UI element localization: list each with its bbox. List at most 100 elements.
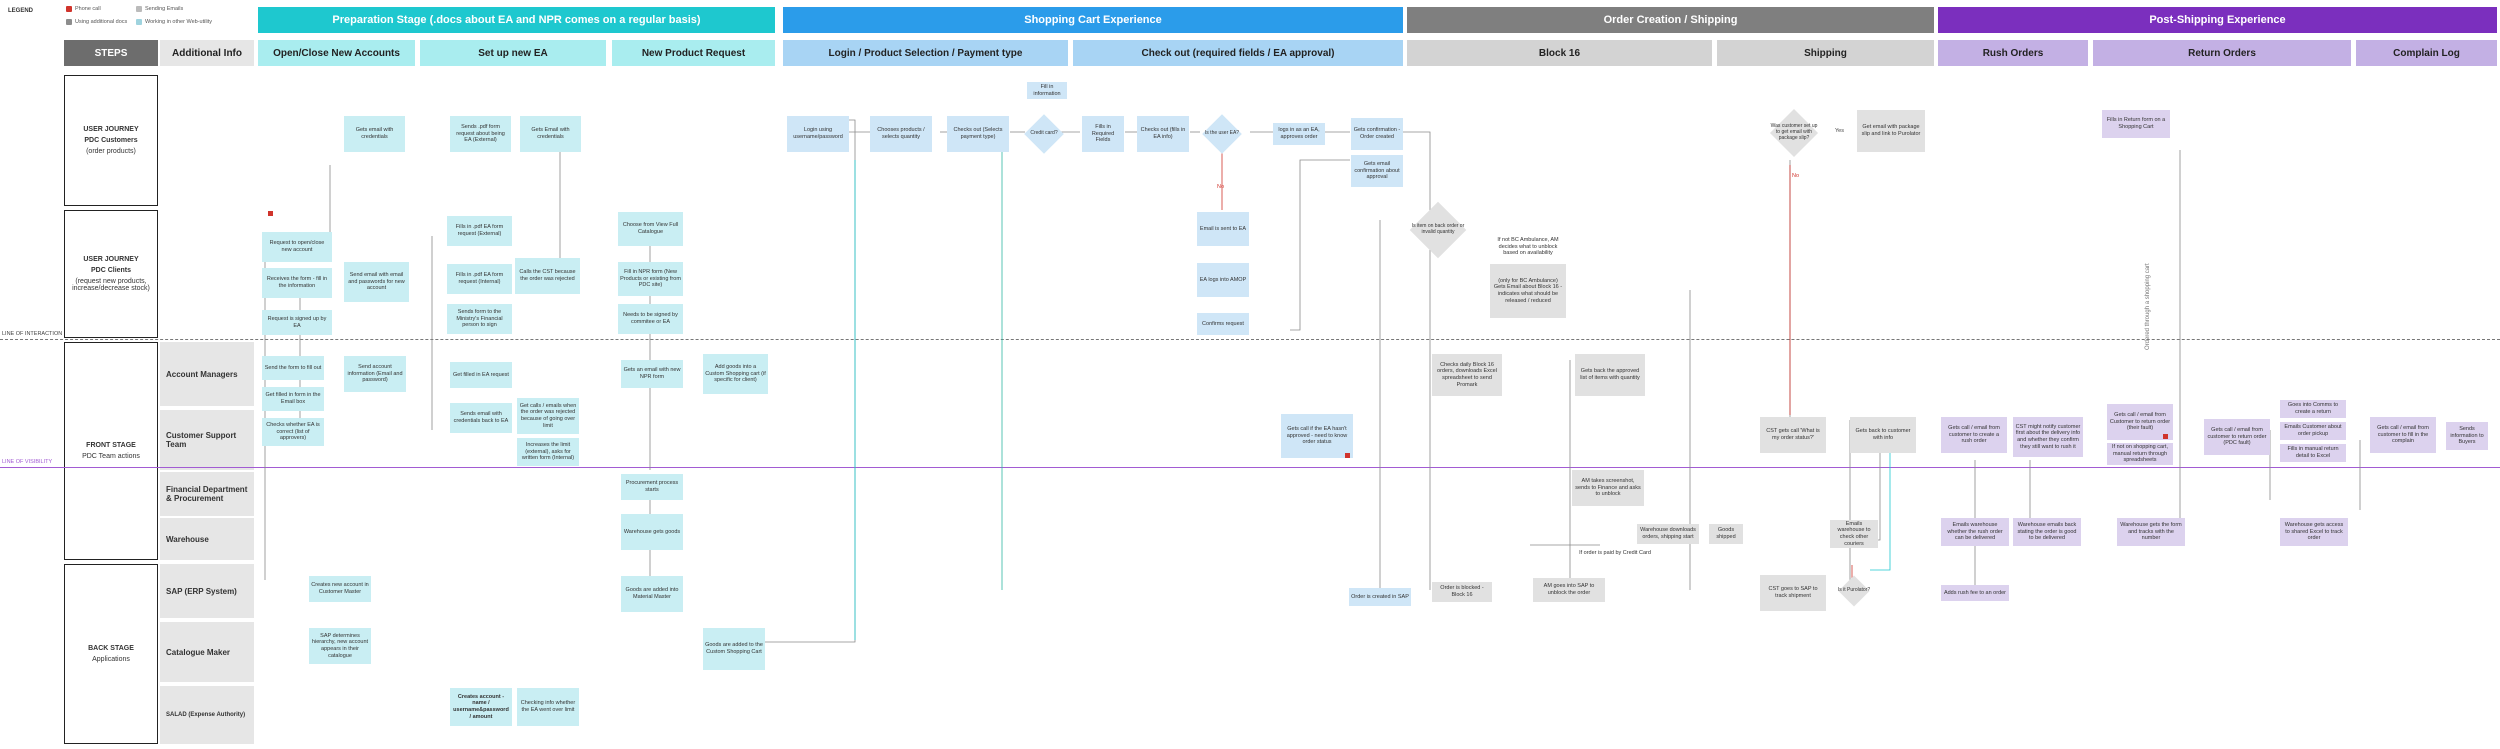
note-ea-logs-amop: EA logs into AMOP: [1197, 263, 1249, 297]
note-choose-products: Chooses products / selects quantity: [870, 116, 932, 152]
note-cst-notify: CST might notify customer first about th…: [2013, 417, 2083, 457]
note-login: Login using username/password: [787, 116, 849, 152]
lane-sap: SAP (ERP System): [160, 564, 254, 618]
note-return-form-cart: Fills in Return form on a Shopping Cart: [2102, 110, 2170, 138]
note-order-created: Gets confirmation - Order created: [1351, 118, 1403, 150]
column-check-out: Check out (required fields / EA approval…: [1073, 40, 1403, 66]
column-set-up-ea: Set up new EA: [420, 40, 606, 66]
note-warehouse-rush-ok: Warehouse emails back stating the order …: [2013, 518, 2081, 546]
note-email-warehouse-rush: Emails warehouse whether the rush order …: [1941, 518, 2009, 546]
stage-preparation: Preparation Stage (.docs about EA and NP…: [258, 7, 775, 33]
note-increase-limit: Increases the limit (external), asks for…: [517, 438, 579, 466]
note-fills-ea-internal: Fills in .pdf EA form request (Internal): [447, 264, 512, 294]
document-icon: [66, 19, 72, 25]
phone-icon: [2163, 434, 2168, 439]
column-block-16: Block 16: [1407, 40, 1712, 66]
note-confirms-request: Confirms request: [1197, 313, 1249, 335]
row-journey-clients: USER JOURNEY PDC Clients (request new pr…: [64, 210, 158, 338]
decision-credit-card-label: Credit card?: [1030, 130, 1058, 137]
note-gets-npr: Gets an email with new NPR form: [621, 360, 683, 388]
row-back-stage: BACK STAGE Applications: [64, 564, 158, 744]
note-get-calls-rejected: Get calls / emails when the order was re…: [517, 398, 579, 434]
stage-order-creation: Order Creation / Shipping: [1407, 7, 1934, 33]
note-salad-limit: Checking info whether the EA went over l…: [517, 688, 579, 726]
note-fill-in-info: Fill in information: [1027, 82, 1067, 99]
note-cst-status-call: CST gets call 'What is my order status?': [1760, 417, 1826, 453]
note-back-to-customer: Gets back to customer with info: [1850, 417, 1916, 453]
note-order-sap: Order is created in SAP: [1349, 588, 1411, 606]
note-comms-return: Goes into Comms to create a return: [2280, 400, 2346, 418]
note-fills-required: Fills in Required Fields: [1082, 116, 1124, 152]
note-am-screenshot: AM takes screenshot, sends to Finance an…: [1572, 470, 1644, 506]
lane-catalogue-maker: Catalogue Maker: [160, 622, 254, 682]
note-warehouse-excel: Warehouse gets access to shared Excel to…: [2280, 518, 2348, 546]
note-signed-committee: Needs to be signed by commitee or EA: [618, 304, 683, 334]
decision-back-order-label: Is item on back order or invalid quantit…: [1411, 223, 1465, 235]
column-open-close-accounts: Open/Close New Accounts: [258, 40, 415, 66]
note-send-form: Send the form to fill out: [262, 356, 324, 380]
note-sap-hierarchy: SAP determines hierarchy, new account ap…: [309, 628, 371, 664]
decision-package-slip-label: Was customer set up to get email with pa…: [1770, 123, 1818, 141]
note-goods-shipped: Goods shipped: [1709, 524, 1743, 544]
note-add-custom-cart: Add goods into a Custom Shopping cart (i…: [703, 354, 768, 394]
line-of-interaction-label: LINE OF INTERACTION: [2, 331, 63, 337]
note-procurement: Procurement process starts: [621, 474, 683, 500]
legend-item-email: Sending Emails: [136, 6, 183, 12]
legend-item-web: Working in other Web-utility: [136, 19, 212, 25]
note-send-email-passwords: Send email with email and passwords for …: [344, 262, 409, 302]
note-am-decides: If not BC Ambulance, AM decides what to …: [1497, 237, 1559, 257]
column-new-product-request: New Product Request: [612, 40, 775, 66]
lane-financial-procurement: Financial Department & Procurement: [160, 472, 254, 516]
note-material-master: Goods are added into Material Master: [621, 576, 683, 612]
note-checks-out-ea: Checks out (fills in EA info): [1137, 116, 1189, 152]
note-daily-block16: Checks daily Block 16 orders, downloads …: [1432, 354, 1502, 396]
note-request-signed: Request is signed up by EA: [262, 310, 332, 335]
stage-post-shipping: Post-Shipping Experience: [1938, 7, 2497, 33]
line-of-visibility: [0, 467, 2500, 468]
note-receives-form: Receives the form - fill in the informat…: [262, 268, 332, 298]
lane-account-managers: Account Managers: [160, 342, 254, 406]
legend-item-phone: Phone call: [66, 6, 101, 12]
note-warehouse-goods: Warehouse gets goods: [621, 514, 683, 550]
note-sends-credentials: Sends email with credentials back to EA: [450, 403, 512, 433]
email-icon: [136, 6, 142, 12]
note-email-sent-ea: Email is sent to EA: [1197, 212, 1249, 246]
lane-salad: SALAD (Expense Authority): [160, 686, 254, 744]
legend-title: LEGEND: [8, 8, 34, 14]
note-custom-cart-goods: Goods are added to the Custom Shopping C…: [703, 628, 765, 670]
note-salad-account: Creates account - name / username&passwo…: [450, 688, 512, 726]
line-of-interaction: [0, 339, 2500, 340]
note-am-unblock: AM goes into SAP to unblock the order: [1533, 578, 1605, 602]
note-warehouse-downloads: Warehouse downloads orders, shipping sta…: [1637, 524, 1699, 544]
note-approved-list: Gets back the approved list of items wit…: [1575, 354, 1645, 396]
note-block16-blocked: Order is blocked - Block 16: [1432, 582, 1492, 602]
note-checks-ea: Checks whether EA is correct (list of ap…: [262, 418, 324, 446]
note-ea-approves: logs in as an EA, approves order: [1273, 123, 1325, 145]
note-credit-card-paid: If order is paid by Credit Card: [1579, 549, 1651, 556]
note-ea-not-approved: Gets call if the EA hasn't approved - ne…: [1281, 414, 1353, 458]
legend-item-docs: Using additional docs: [66, 19, 127, 25]
note-manual-excel: Fills in manual return detail to Excel: [2280, 444, 2346, 462]
column-complain-log: Complain Log: [2356, 40, 2497, 66]
phone-icon: [1345, 453, 1350, 458]
column-return-orders: Return Orders: [2093, 40, 2351, 66]
web-utility-icon: [136, 19, 142, 25]
lane-warehouse: Warehouse: [160, 518, 254, 560]
note-rush-fee: Adds rush fee to an order: [1941, 585, 2009, 601]
decision-purolator-label: Is it Purolator?: [1837, 587, 1871, 594]
note-return-pdc-fault: Gets call / email from customer to retur…: [2204, 419, 2270, 455]
no-label-ea: No: [1217, 184, 1225, 190]
phone-icon: [268, 211, 273, 216]
note-rush-order-call: Gets call / email from customer to creat…: [1941, 417, 2007, 453]
note-approval-confirmation: Gets email confirmation about approval: [1351, 155, 1403, 187]
note-email-pickup: Emails Customer about order pickup: [2280, 422, 2346, 440]
note-view-catalogue: Choose from View Full Catalogue: [618, 212, 683, 246]
note-get-filled-form: Get filled in form in the Email box: [262, 387, 324, 411]
note-cst-track: CST goes to SAP to track shipment: [1760, 575, 1826, 611]
note-complain-call: Gets call / email from customer to fill …: [2370, 417, 2436, 453]
note-send-account-info: Send account information (Email and pass…: [344, 356, 406, 392]
vertical-note: Ordered through a shopping cart: [2145, 263, 2151, 350]
line-of-visibility-label: LINE OF VISIBILITY: [2, 459, 53, 465]
note-sends-to-ministry: Sends form to the Ministry's Financial p…: [447, 304, 512, 334]
row-front-stage: FRONT STAGE PDC Team actions: [64, 342, 158, 560]
